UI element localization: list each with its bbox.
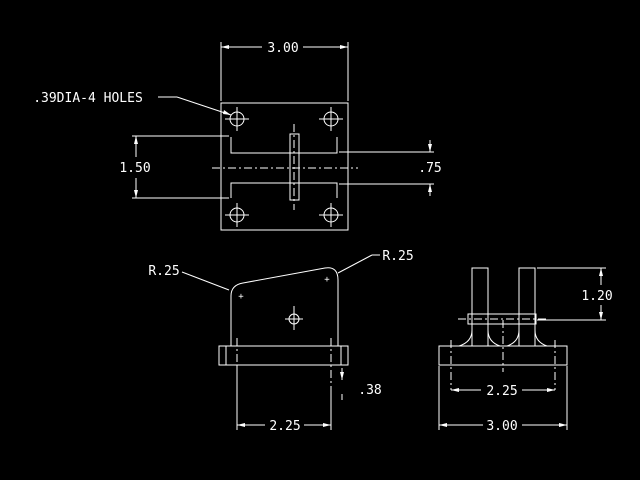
side-view-pin xyxy=(467,313,537,325)
dimension-side-inner-width: 2.25 xyxy=(451,384,555,399)
side-view: 1.20 2.25 3.00 xyxy=(438,267,613,434)
radius-left-label: R.25 xyxy=(148,264,179,279)
side-inner-width-label: 2.25 xyxy=(486,384,517,399)
front-view: + + R.25 R.25 2.25 xyxy=(148,249,413,434)
dimension-top-width: 3.00 xyxy=(220,41,349,101)
hole-note: .39DIA-4 HOLES xyxy=(33,91,232,116)
top-height-label: 1.50 xyxy=(119,161,150,176)
front-view-base xyxy=(218,345,349,366)
top-width-label: 3.00 xyxy=(267,41,298,56)
hole-bottom-left xyxy=(225,203,249,227)
dimension-front-thickness: .38 xyxy=(340,368,382,400)
radius-right-callout: R.25 xyxy=(337,249,414,274)
svg-text:+: + xyxy=(324,275,330,285)
top-view: 3.00 1.50 .75 .39DIA-4 HOLES xyxy=(33,41,442,231)
radius-left-callout: R.25 xyxy=(148,264,230,291)
hole-top-right xyxy=(319,107,343,131)
hole-bottom-right xyxy=(319,203,343,227)
front-view-upright xyxy=(230,267,339,346)
side-view-right-upright xyxy=(518,267,536,346)
hole-top-left xyxy=(225,107,249,131)
svg-text:+: + xyxy=(238,292,244,302)
slot-width-label: .75 xyxy=(418,161,441,176)
top-view-plate-outline xyxy=(220,102,349,231)
side-view-left-upright xyxy=(471,267,489,346)
dimension-slot-width: .75 xyxy=(339,140,442,196)
dimension-side-outer-width: 3.00 xyxy=(438,366,568,434)
dimension-front-width: 2.25 xyxy=(236,366,332,434)
front-thickness-label: .38 xyxy=(358,383,381,398)
top-view-upper-flange xyxy=(230,137,338,154)
side-outer-width-label: 3.00 xyxy=(486,419,517,434)
dimension-top-height: 1.50 xyxy=(119,135,229,199)
hole-note-label: .39DIA-4 HOLES xyxy=(33,91,143,106)
top-view-lower-flange xyxy=(230,182,338,198)
front-width-label: 2.25 xyxy=(269,419,300,434)
radius-right-label: R.25 xyxy=(382,249,413,264)
side-height-label: 1.20 xyxy=(581,289,612,304)
dimension-side-height: 1.20 xyxy=(537,267,613,321)
